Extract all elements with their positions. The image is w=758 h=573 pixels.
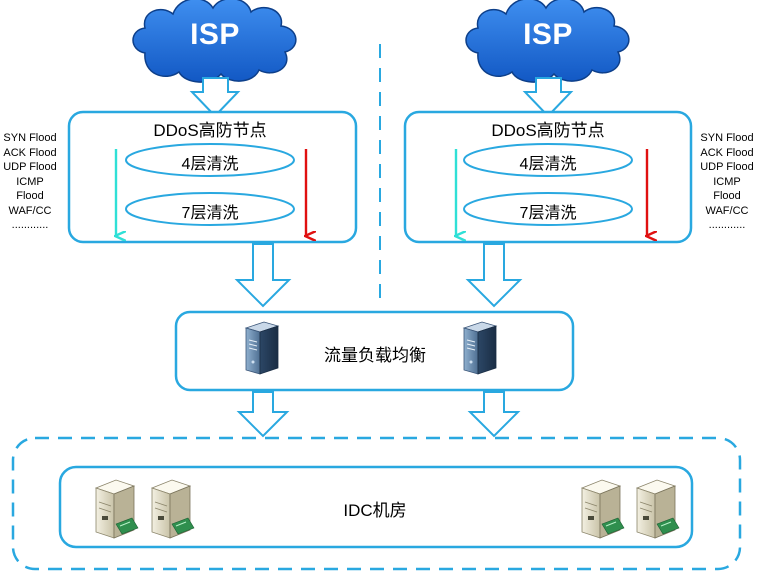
arrow-isp-to-node-left [189, 77, 241, 118]
isp-label-right: ISP [523, 18, 573, 51]
arrow-lb-to-idc-left [238, 391, 288, 437]
idc-server-icon-4 [636, 479, 680, 539]
idc-label: IDC机房 [343, 501, 407, 520]
layer7-ellipse-right [463, 192, 633, 226]
arrow-node-to-lb-left [236, 243, 290, 307]
attack-type: Flood [16, 190, 44, 202]
attack-type: UDP Flood [3, 161, 57, 173]
idc-outer-frame [11, 436, 742, 571]
attack-type: SYN Flood [3, 132, 57, 144]
arrow-lb-to-idc-right [469, 391, 519, 437]
layer7-label-left: 7层清洗 [181, 205, 239, 222]
arrow-node-to-lb-right [467, 243, 521, 307]
attack-type: Flood [713, 190, 741, 202]
attack-type: ............ [708, 219, 746, 231]
isp-label-left: ISP [190, 18, 240, 51]
lb-server-icon-right [463, 321, 497, 375]
attack-type: SYN Flood [700, 132, 754, 144]
attack-type: WAF/CC [8, 204, 52, 217]
layer4-ellipse-right [463, 143, 633, 177]
attack-type: ICMP [713, 175, 741, 188]
attack-type: ICMP [16, 175, 44, 188]
layer7-label-right: 7层清洗 [519, 205, 577, 222]
attack-types-right: SYN Flood ACK Flood UDP Flood ICMP Flood… [697, 131, 757, 233]
arrow-isp-to-node-right [522, 77, 574, 118]
attack-type: ACK Flood [3, 146, 57, 159]
attack-type: ACK Flood [700, 146, 754, 159]
attack-type: UDP Flood [700, 161, 754, 173]
attack-type: ............ [11, 219, 49, 231]
layer4-label-right: 4层清洗 [519, 156, 577, 173]
ddos-node-title-right: DDoS高防节点 [491, 121, 605, 140]
lb-server-icon-left [245, 321, 279, 375]
layer4-ellipse-left [125, 143, 295, 177]
ddos-node-title-left: DDoS高防节点 [153, 121, 267, 140]
idc-server-icon-1 [95, 479, 139, 539]
attack-types-left: SYN Flood ACK Flood UDP Flood ICMP Flood… [0, 131, 60, 233]
layer4-label-left: 4层清洗 [181, 156, 239, 173]
idc-inner-box [58, 465, 694, 549]
idc-server-icon-3 [581, 479, 625, 539]
layer7-ellipse-left [125, 192, 295, 226]
attack-type: WAF/CC [705, 204, 749, 217]
idc-server-icon-2 [151, 479, 195, 539]
load-balancer-label: 流量负载均衡 [324, 346, 426, 365]
